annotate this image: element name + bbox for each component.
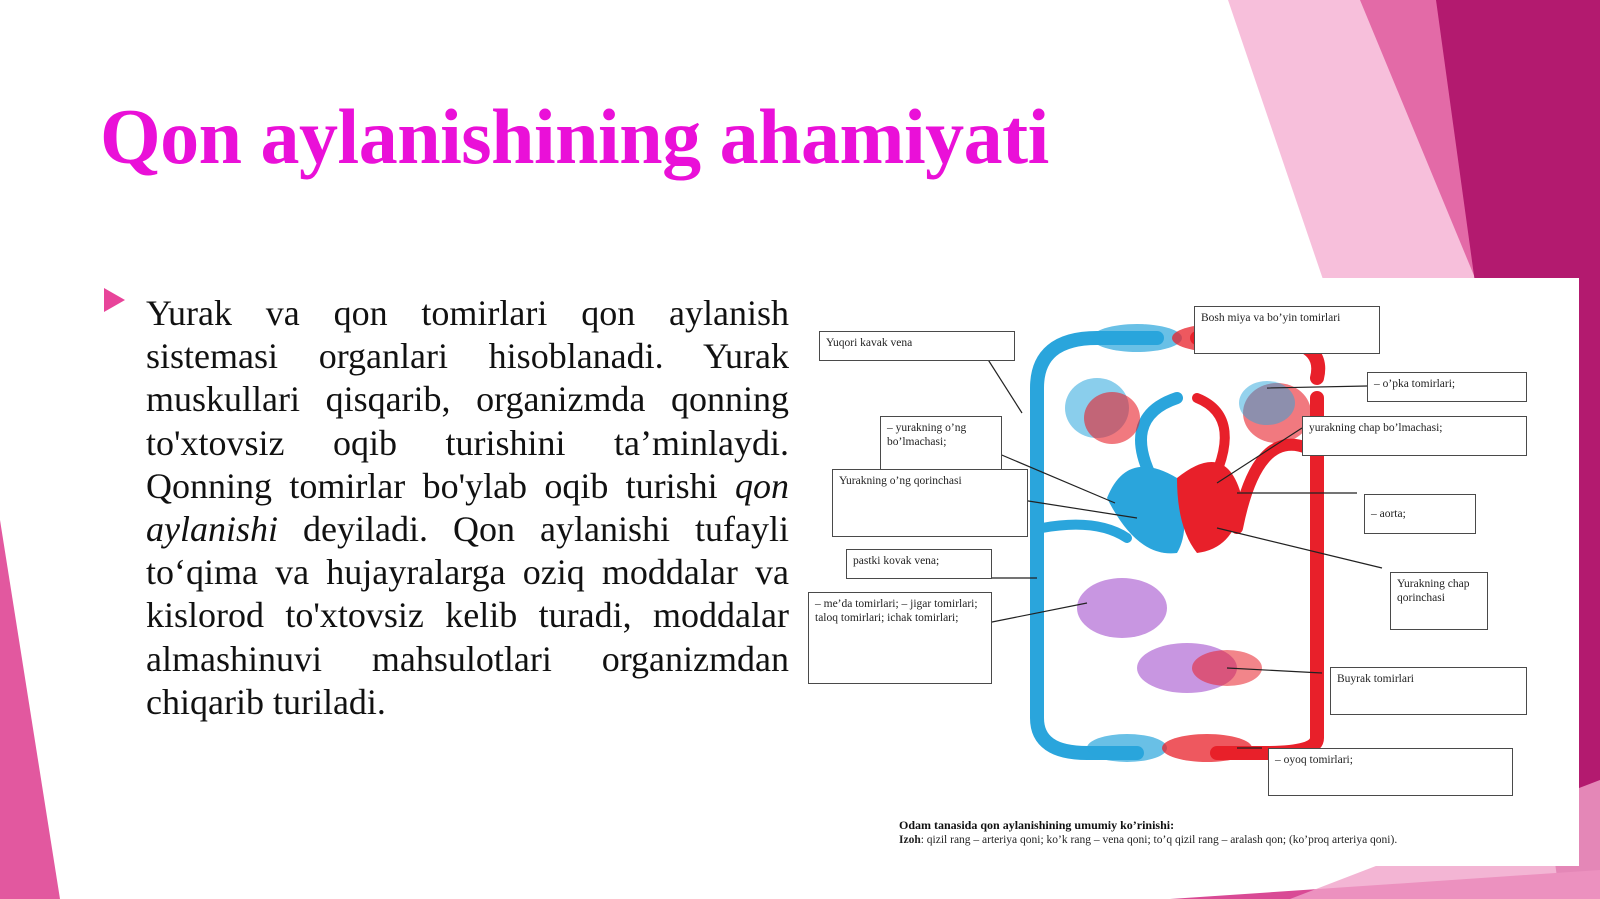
bullet-arrow-icon <box>104 288 125 312</box>
label-yuqori-kavak-vena: Yuqori kavak vena <box>819 331 1015 361</box>
label-yurakning-ong-qorinchasi: Yurakning o’ng qorinchasi <box>832 469 1028 537</box>
vein-lower-loop <box>1030 651 1144 760</box>
head-capillaries-vein <box>1092 324 1182 352</box>
body-paragraph: Yurak va qon tomirlari qon aylanish sist… <box>146 292 789 724</box>
label-bosh-miya: Bosh miya va bo’yin tomirlari <box>1194 306 1380 354</box>
heart-right-side <box>1107 466 1185 554</box>
label-yurakning-chap-bolmachasi: yurakning chap bo’lmachasi; <box>1302 416 1527 456</box>
leg-capillaries-vein <box>1087 734 1167 762</box>
label-pastki-kavak-vena: pastki kovak vena; <box>846 549 992 579</box>
gut-capillaries <box>1077 578 1167 638</box>
caption-note-label: Izoh <box>899 834 921 846</box>
vena-cava-inferior <box>1037 519 1132 543</box>
deco-bottom-left-pink <box>0 520 60 899</box>
body-text-italic-term: qon aylanishi <box>146 465 789 550</box>
label-buyrak-tomirlari: Buyrak tomirlari <box>1330 667 1527 715</box>
leg-capillaries-artery <box>1162 734 1252 762</box>
diagram-caption-title: Odam tanasida qon aylanishining umumiy k… <box>899 818 1175 832</box>
body-text-part-1: Yurak va qon tomirlari qon aylanish sist… <box>146 293 789 506</box>
caption-note-text: : qizil rang – arteriya qoni; ko’k rang … <box>920 834 1398 846</box>
label-aorta: – aorta; <box>1364 494 1476 534</box>
circulation-diagram: Yuqori kavak vena Bosh miya va bo’yin to… <box>797 278 1579 866</box>
label-meda-tomirlari: – me’da tomirlari; – jigar tomirlari; ta… <box>808 592 992 684</box>
diagram-caption-note: Izoh: qizil rang – arteriya qoni; ko’k r… <box>899 833 1519 847</box>
label-oyoq-tomirlari: – oyoq tomirlari; <box>1268 748 1513 796</box>
label-yurakning-chap-qorinchasi: Yurakning chap qorinchasi <box>1390 572 1488 630</box>
body-text-part-2: deyiladi. Qon aylanishi tufayli to‘qima … <box>146 509 789 722</box>
lung-left-artery <box>1084 392 1140 444</box>
label-opka-tomirlari: – o’pka tomirlari; <box>1367 372 1527 402</box>
page-title: Qon aylanishining ahamiyati <box>100 93 1049 180</box>
lung-right-vein <box>1239 381 1295 425</box>
heart-left-side <box>1177 462 1242 553</box>
aorta-arch <box>1231 438 1313 534</box>
label-yurakning-ong-bolmachasi: – yurakning o’ng bo’lmachasi; <box>880 416 1002 474</box>
